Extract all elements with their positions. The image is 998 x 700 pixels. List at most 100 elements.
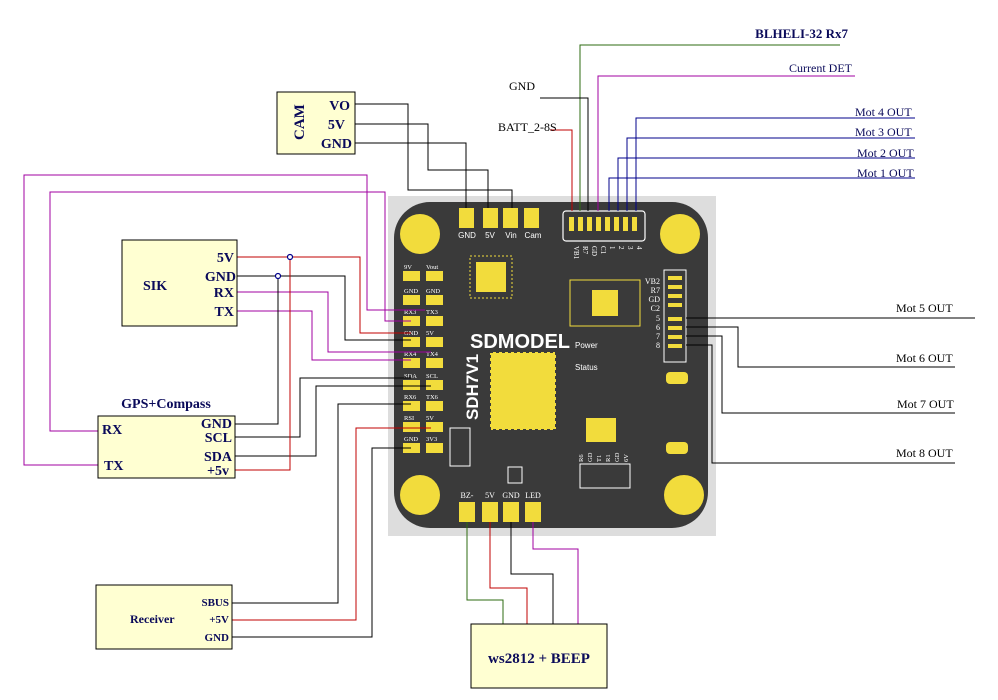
cam-pin-gnd: GND — [321, 137, 352, 152]
label-mot1: Mot 1 OUT — [857, 166, 914, 180]
pad-label-l7b: 5V — [426, 415, 434, 422]
pad-label-l6a: RX6 — [404, 394, 417, 401]
pad-label-bottom-4: LED — [525, 491, 541, 500]
esc-pin-label-vb1: VB1 — [572, 246, 580, 260]
board-model: SDH7V1 — [463, 354, 482, 420]
esc-connector-pins — [569, 217, 637, 231]
mount-hole-bl — [400, 475, 440, 515]
wire-gps-sda — [235, 385, 431, 457]
wire-rcv-sbus — [232, 403, 411, 604]
pad-label-l0a: 9V — [404, 264, 412, 271]
mount-hole-tl — [400, 214, 440, 254]
wire-sik-5v — [237, 256, 411, 334]
gps-pin-rx: RX — [102, 423, 122, 438]
pad-label-l1b: GND — [426, 288, 440, 295]
wire-ws-led — [532, 522, 579, 624]
mcu-chip — [490, 352, 556, 430]
gps-module: GPS+Compass RX TX GND SCL SDA +5v — [97, 397, 236, 479]
wire-cam-5v — [355, 123, 489, 208]
wire-mot3 — [626, 137, 915, 211]
board-brand: SDMODEL — [470, 331, 570, 353]
pad-top-5v — [483, 208, 498, 228]
pad-top-gnd — [459, 208, 474, 228]
pad-label-l2a: RX3 — [404, 309, 416, 316]
label-mot5: Mot 5 OUT — [896, 301, 953, 315]
receiver-pin-gnd: GND — [205, 632, 230, 644]
pad-label-l1a: GND — [404, 288, 418, 295]
label-mot4: Mot 4 OUT — [855, 105, 912, 119]
wire-batt — [550, 129, 573, 211]
baro-chip — [586, 418, 616, 442]
cam-box — [276, 91, 356, 155]
mount-hole-br — [664, 475, 704, 515]
sik-pin-rx: RX — [214, 286, 234, 301]
cam-pin-5v: 5V — [328, 118, 345, 133]
wire-gps-5v — [235, 257, 291, 471]
esc-connector — [562, 210, 646, 242]
pad-label-l7a: RSI — [404, 415, 414, 422]
cam-pin-vo: VO — [329, 99, 350, 114]
pad-label-l0b: Vout — [426, 264, 438, 271]
wire-mot2 — [617, 157, 915, 211]
junction-5v — [286, 253, 294, 261]
bottom-pads — [459, 502, 541, 522]
pad-label-top-1: GND — [458, 231, 476, 240]
wire-cam-vo — [355, 103, 513, 208]
ws2812-title: ws2812 + BEEP — [488, 651, 590, 667]
pad-label-top-2: 5V — [485, 231, 495, 240]
cam-title: CAM — [292, 104, 308, 140]
wire-gps-gnd — [235, 276, 279, 425]
gps-pin-sda: SDA — [204, 450, 233, 465]
right-pin-label-2: R7 — [651, 286, 660, 295]
wire-sik-gnd — [237, 275, 411, 341]
right-pin-labels: VB2 R7 GD C2 5 6 7 8 — [645, 277, 660, 350]
label-mot2: Mot 2 OUT — [857, 146, 914, 160]
right-pin-label-7: 7 — [656, 332, 660, 341]
wire-blheli — [579, 44, 840, 211]
pad-label-bottom-2: 5V — [485, 491, 495, 500]
receiver-box — [95, 584, 233, 650]
wire-rcv-5v — [232, 427, 431, 621]
wire-current — [597, 75, 855, 211]
pad-label-l5b: SCL — [426, 373, 438, 380]
pad-label-bottom-3: GND — [502, 491, 520, 500]
wire-gps-scl — [235, 377, 411, 438]
pad-top-vin — [503, 208, 518, 228]
wires — [23, 44, 975, 638]
esc-pin-label-3: 3 — [626, 246, 634, 250]
regulator-chip — [592, 290, 618, 316]
right-connector-pins — [668, 276, 682, 348]
label-batt: BATT_2-8S — [498, 120, 557, 134]
wire-gps-rx — [49, 191, 411, 432]
wire-sik-tx — [237, 310, 411, 361]
receiver-pin-sbus: SBUS — [201, 597, 229, 609]
ws2812-box — [470, 623, 608, 689]
label-mot6: Mot 6 OUT — [896, 351, 953, 365]
imu-chip — [476, 262, 506, 292]
small-ic — [507, 466, 523, 484]
pad-label-l3a: GND — [404, 330, 418, 337]
small-label-2: GD — [587, 452, 594, 462]
right-pin-label-3: GD — [648, 295, 660, 304]
label-mot3: Mot 3 OUT — [855, 125, 912, 139]
gps-pin-scl: SCL — [205, 431, 232, 446]
esc-pin-label-c1: C1 — [599, 246, 607, 255]
pad-label-l4b: TX4 — [426, 351, 439, 358]
wire-ws-5v — [489, 522, 528, 624]
label-mot8: Mot 8 OUT — [896, 446, 953, 460]
junction-gnd — [274, 272, 282, 280]
pad-label-l4a: RX4 — [404, 351, 417, 358]
sik-pin-tx: TX — [215, 305, 234, 320]
right-pin-label-5: 5 — [656, 314, 660, 323]
sik-box — [121, 239, 238, 327]
wire-mot6 — [686, 326, 955, 368]
mount-hole-tr — [660, 214, 700, 254]
signal-labels: BLHELI-32 Rx7 Current DET GND BATT_2-8S … — [498, 26, 954, 460]
esc-pin-label-4: 4 — [635, 246, 643, 250]
regulator-outline — [569, 279, 641, 327]
gps-pin-gnd: GND — [201, 417, 232, 432]
wire-mot7 — [686, 335, 955, 414]
small-label-1: R6 — [578, 454, 585, 462]
pad-label-bottom-1: BZ- — [461, 491, 474, 500]
